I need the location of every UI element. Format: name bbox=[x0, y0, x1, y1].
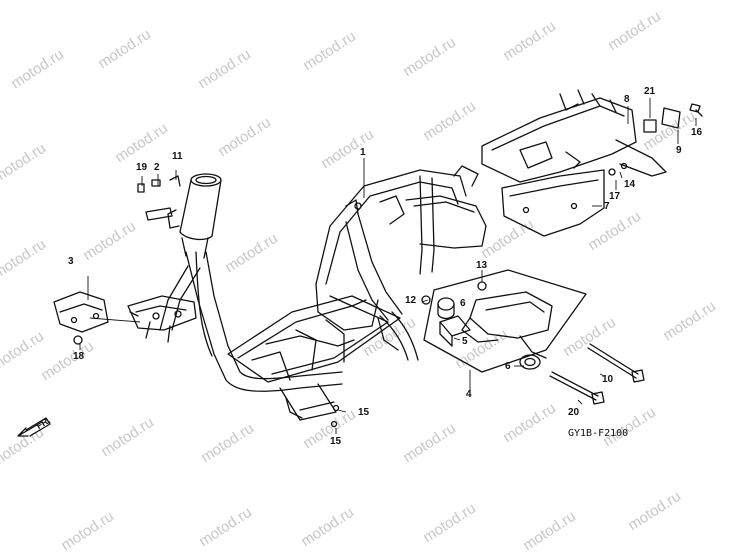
down-tube bbox=[159, 251, 343, 392]
callout-5: 5 bbox=[462, 336, 468, 347]
callout-11: 11 bbox=[172, 151, 183, 162]
leader-lines bbox=[79, 98, 697, 434]
bushing-lower bbox=[439, 315, 471, 347]
lower-bracket bbox=[127, 295, 197, 343]
callout-2: 2 bbox=[154, 162, 160, 173]
head-pipe bbox=[167, 173, 222, 259]
callout-15-right: 15 bbox=[358, 407, 370, 418]
rear-inner-box bbox=[481, 89, 667, 183]
callout-15-bottom: 15 bbox=[330, 436, 342, 447]
main-frame-rails bbox=[315, 165, 487, 361]
mounting-bracket-3 bbox=[53, 291, 109, 333]
small-fasteners bbox=[73, 103, 703, 428]
front-arrow-icon bbox=[17, 417, 51, 437]
callout-6-lower: 6 bbox=[505, 361, 511, 372]
bolt-20 bbox=[549, 371, 605, 405]
callout-21: 21 bbox=[644, 86, 656, 97]
callout-7: 7 bbox=[604, 201, 610, 212]
callout-6-upper: 6 bbox=[460, 298, 466, 309]
callout-14: 14 bbox=[624, 179, 636, 190]
callout-13: 13 bbox=[476, 260, 488, 271]
callout-8: 8 bbox=[624, 94, 630, 105]
diagram-code: GY1B-F2100 bbox=[568, 428, 629, 439]
callout-3: 3 bbox=[68, 256, 74, 267]
callout-1: 1 bbox=[360, 147, 366, 158]
engine-hanger-box bbox=[423, 269, 587, 373]
callout-20: 20 bbox=[568, 407, 580, 418]
callout-18: 18 bbox=[73, 351, 85, 362]
rear-fender-panel bbox=[501, 169, 605, 237]
callout-4: 4 bbox=[466, 389, 472, 400]
callout-10: 10 bbox=[602, 374, 614, 385]
callout-19: 19 bbox=[136, 162, 148, 173]
bushing-upper bbox=[421, 295, 455, 320]
bolt-10 bbox=[587, 343, 645, 383]
engine-hanger bbox=[461, 291, 553, 370]
callout-9: 9 bbox=[676, 145, 682, 156]
callout-12: 12 bbox=[405, 295, 417, 306]
floor-frame bbox=[227, 295, 401, 421]
callout-16: 16 bbox=[691, 127, 703, 138]
callout-17: 17 bbox=[609, 191, 621, 202]
